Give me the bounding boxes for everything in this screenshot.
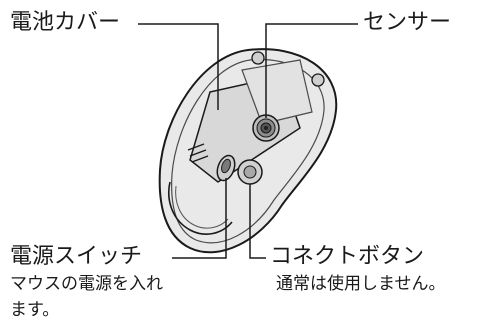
leader-battery-cover: [138, 23, 219, 110]
mouse-rim: [171, 58, 325, 244]
power-switch-label: 電源スイッチ: [10, 244, 143, 269]
leader-connect-button: [249, 184, 266, 259]
sensor-label: センサー: [363, 10, 452, 35]
mouse-foot-top-left: [251, 51, 265, 65]
connect-button-desc: 通常は使用しません。: [276, 274, 446, 294]
power-switch: [216, 154, 236, 182]
mouse-foot-bottom-inner: [175, 185, 229, 229]
connect-button: [237, 159, 263, 185]
power-switch-desc-line2: ます。: [10, 300, 60, 320]
leader-lines: [138, 23, 358, 259]
battery-cover-label: 電池カバー: [10, 10, 121, 35]
leader-sensor: [265, 23, 358, 118]
battery-cover-grip: [187, 143, 209, 163]
connect-button-label: コネクトボタン: [270, 244, 425, 269]
sensor: [252, 114, 280, 142]
power-switch-desc-line1: マウスの電源を入れ: [10, 274, 163, 294]
mouse-foot-bottom: [168, 181, 233, 235]
mouse-foot-top-right: [311, 73, 325, 87]
leader-power-switch: [172, 178, 227, 259]
battery-cover-top-panel: [241, 59, 313, 125]
